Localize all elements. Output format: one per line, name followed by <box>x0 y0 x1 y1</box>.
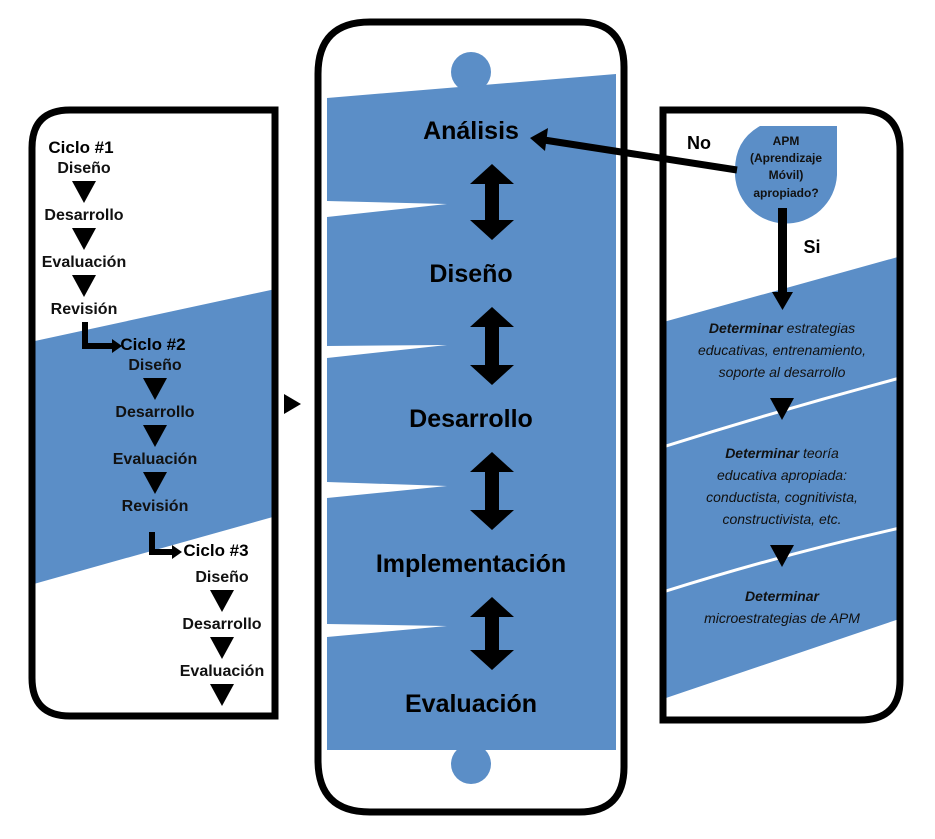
determine-text: estrategias <box>783 320 855 336</box>
cycle-title: Ciclo #1 <box>48 138 113 157</box>
determine-step-line: microestrategias de APM <box>704 610 860 626</box>
decision-question-line: (Aprendizaje <box>750 151 822 165</box>
center-slit-4 <box>327 624 447 637</box>
determine-step-line: constructivista, etc. <box>722 511 841 527</box>
cycle-step: Evaluación <box>42 254 126 271</box>
determine-step-line: educativa apropiada: <box>717 467 847 483</box>
top-notch <box>451 52 491 92</box>
left-panel-border <box>28 106 279 720</box>
center-slit-2 <box>327 345 447 358</box>
cycle-step: Diseño <box>57 160 111 177</box>
cycle-connector-arrowhead-icon <box>112 339 122 353</box>
center-slit-3 <box>327 482 447 498</box>
center-panel-addie: AnálisisDiseñoDesarrolloImplementaciónEv… <box>314 18 628 816</box>
cycle-title: Ciclo #2 <box>120 335 185 354</box>
yes-arrow-head-icon <box>772 292 793 310</box>
yes-arrow-shaft <box>778 208 787 296</box>
step-down-arrow-icon <box>143 425 167 447</box>
cycle-step: Desarrollo <box>182 616 261 633</box>
addie-phase: Evaluación <box>405 690 537 718</box>
cycle-connector-arrow <box>82 322 114 349</box>
cycle-step: Evaluación <box>113 451 197 468</box>
determine-text: teoría <box>799 445 839 461</box>
bidirectional-arrow-icon <box>470 164 514 240</box>
step-down-arrow-icon <box>770 398 794 420</box>
cycle-step: Desarrollo <box>44 207 123 224</box>
step-down-arrow-icon <box>72 228 96 250</box>
addie-phase: Desarrollo <box>409 405 533 433</box>
no-label: No <box>687 133 711 153</box>
step-down-arrow-icon <box>210 637 234 659</box>
left-to-center-arrow-icon <box>284 394 301 414</box>
step-down-arrow-icon <box>143 472 167 494</box>
determine-step-line: Determinar estrategias <box>709 320 855 336</box>
left-panel-iterative-cycles: Ciclo #1DiseñoDesarrolloEvaluaciónRevisi… <box>28 106 279 720</box>
determine-step-line: Determinar <box>745 588 820 604</box>
determine-keyword: Determinar <box>709 320 784 336</box>
addie-phase: Implementación <box>376 550 566 578</box>
determine-step-line: soporte al desarrollo <box>719 364 846 380</box>
determine-step-line: educativas, entrenamiento, <box>698 342 866 358</box>
right-blue-band <box>663 255 900 700</box>
step-down-arrow-icon <box>143 378 167 400</box>
step-down-arrow-icon <box>210 590 234 612</box>
no-arrow-to-analisis <box>530 128 738 174</box>
yes-label: Si <box>803 237 820 257</box>
cycle-title: Ciclo #3 <box>183 541 248 560</box>
bidirectional-arrow-icon <box>470 452 514 530</box>
cycle-step: Revisión <box>51 301 118 318</box>
cycle-step: Revisión <box>122 498 189 515</box>
determine-keyword: Determinar <box>725 445 800 461</box>
bottom-notch <box>451 744 491 784</box>
center-blue-body <box>327 74 616 750</box>
cycle-step: Diseño <box>195 569 249 586</box>
decision-shape <box>734 126 837 224</box>
cycle-connector-arrow <box>149 532 174 555</box>
decision-question-line: Móvil) <box>769 168 804 182</box>
decision-question-line: APM <box>773 134 800 148</box>
determine-keyword: Determinar <box>745 588 820 604</box>
right-panel-border <box>659 106 904 724</box>
center-slit-1 <box>327 201 447 217</box>
step-down-arrow-icon <box>72 181 96 203</box>
determine-step-line: conductista, cognitivista, <box>706 489 858 505</box>
addie-phase: Análisis <box>423 117 519 145</box>
decision-question-line: apropiado? <box>753 186 818 200</box>
step-down-arrow-icon <box>770 545 794 567</box>
cycle-step: Desarrollo <box>115 404 194 421</box>
step-down-arrow-icon <box>72 275 96 297</box>
bidirectional-arrow-icon <box>470 597 514 670</box>
determine-step-line: Determinar teoría <box>725 445 839 461</box>
cycle-connector-arrowhead-icon <box>172 545 182 559</box>
no-arrow-head-icon <box>530 128 548 151</box>
cycle-step: Diseño <box>128 357 182 374</box>
bidirectional-arrow-icon <box>470 307 514 385</box>
addie-phase: Diseño <box>429 260 512 288</box>
cycle-step: Evaluación <box>180 663 264 680</box>
step-down-arrow-icon <box>210 684 234 706</box>
